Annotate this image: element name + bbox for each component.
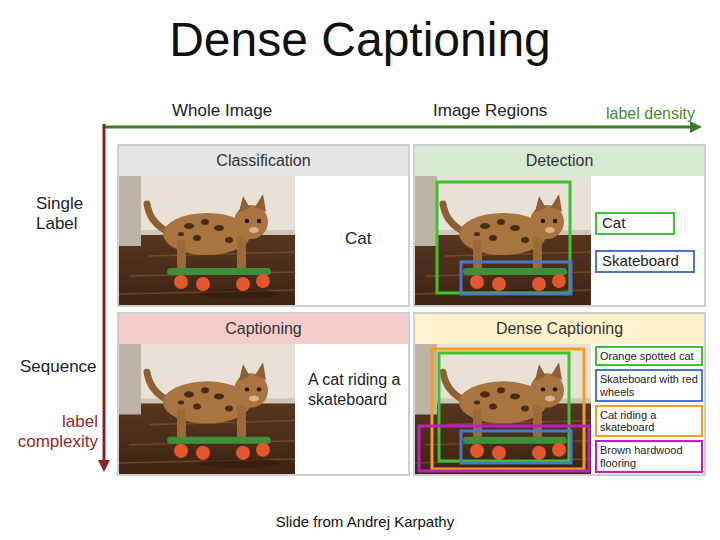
task-panel: Captioning A cat riding a skateboard <box>117 312 410 476</box>
panel-header: Classification <box>119 146 408 176</box>
axis-arrowhead <box>690 121 702 133</box>
cat-photo <box>119 176 295 305</box>
region-text: Orange spotted cat <box>600 350 698 362</box>
panel-title: Captioning <box>225 320 302 337</box>
region-text: Skateboard with red wheels <box>600 373 698 398</box>
bounding-box <box>461 431 571 463</box>
task-panel: DetectionCatSkateboard <box>413 144 706 307</box>
panel-header: Captioning <box>119 314 408 344</box>
bounding-box <box>437 182 570 293</box>
task-panel: ClassificationCat <box>117 144 410 307</box>
density-axis <box>104 126 692 129</box>
bounding-box <box>461 262 571 294</box>
row-label: Sequence <box>20 357 97 377</box>
cat-photo <box>119 344 295 474</box>
bounding-box <box>419 426 589 471</box>
region-caption: Skateboard with red wheels <box>595 369 703 402</box>
bounding-box <box>432 349 584 469</box>
axis-title: label complexity <box>12 412 98 453</box>
axis-title: label density <box>606 104 695 123</box>
region-caption: Cat riding a skateboard <box>595 405 703 438</box>
region-text: Cat riding a skateboard <box>600 409 698 434</box>
axis-label: Image Regions <box>433 101 547 121</box>
bounding-box <box>439 353 569 461</box>
row-label: Single Label <box>36 194 106 235</box>
panel-title: Classification <box>216 152 310 169</box>
complexity-axis <box>103 124 106 462</box>
slide-title: Dense Captioning <box>0 12 720 67</box>
region-caption: Brown hardwood flooring <box>595 440 703 473</box>
panel-label: Cat <box>345 228 407 249</box>
region-text: Cat <box>602 215 668 232</box>
region-text: Skateboard <box>602 253 688 270</box>
panel-label: A cat riding a skateboard <box>308 370 404 410</box>
cat-photo <box>415 344 591 474</box>
region-label: Cat <box>595 212 675 235</box>
axis-arrowhead <box>98 460 110 472</box>
region-text: Brown hardwood flooring <box>600 444 698 469</box>
region-label: Skateboard <box>595 250 695 273</box>
panel-header: Detection <box>415 146 704 176</box>
slide-credit: Slide from Andrej Karpathy <box>0 513 720 530</box>
panel-header: Dense Captioning <box>415 314 704 344</box>
cat-photo <box>415 176 591 305</box>
panel-title: Dense Captioning <box>496 320 623 337</box>
task-panel: Dense CaptioningOrange spotted catSkateb… <box>413 312 706 476</box>
panel-title: Detection <box>526 152 594 169</box>
region-caption: Orange spotted cat <box>595 346 703 366</box>
axis-label: Whole Image <box>172 101 272 121</box>
